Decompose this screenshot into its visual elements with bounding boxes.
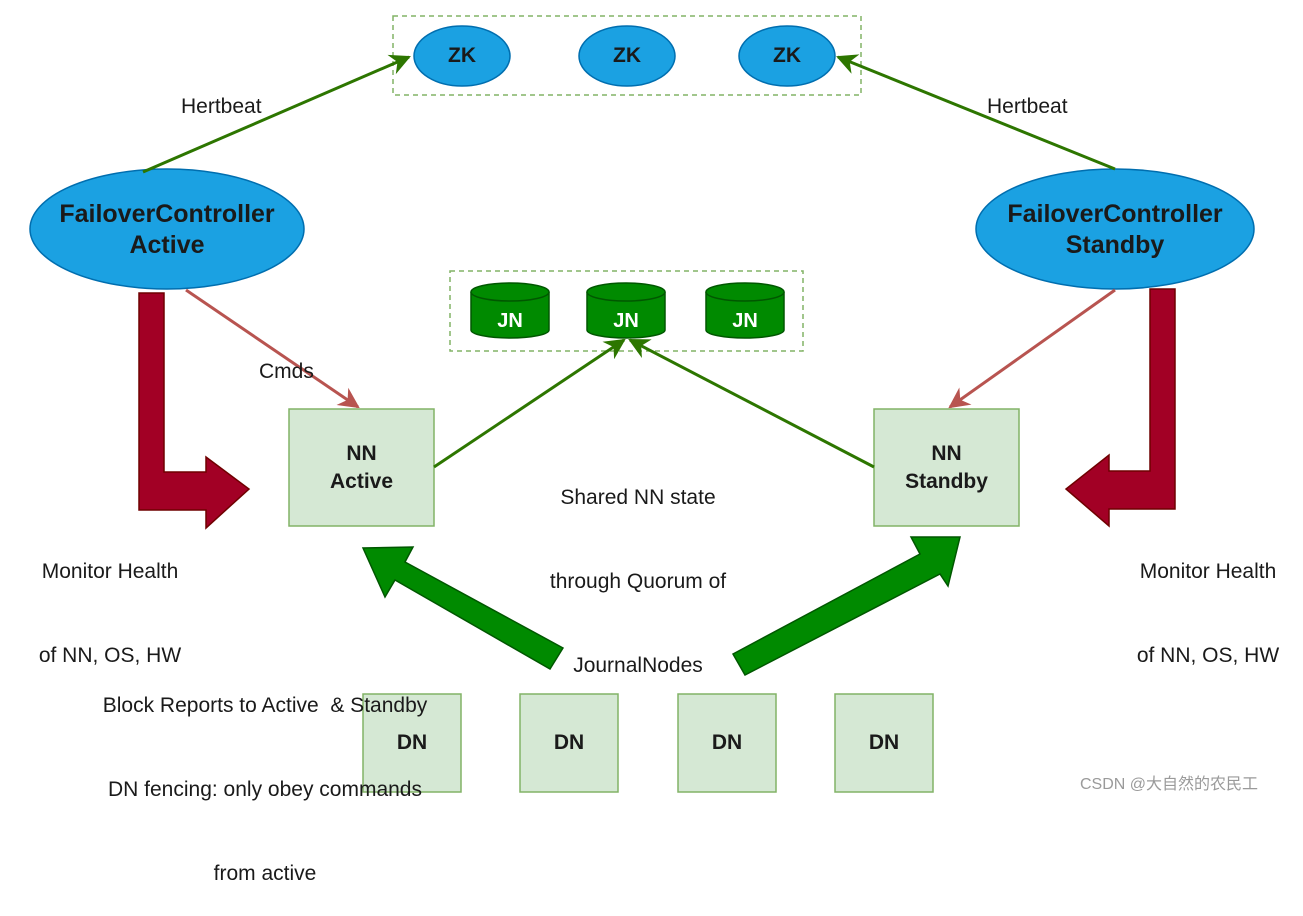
block-reports-line-1: Block Reports to Active & Standby bbox=[102, 694, 428, 717]
dn-box-1 bbox=[362, 693, 462, 793]
jn-node-3 bbox=[705, 282, 785, 339]
zk-node-3 bbox=[738, 25, 836, 87]
cmds-label: Cmds bbox=[259, 360, 314, 383]
dn-label-3: DN bbox=[711, 731, 743, 754]
block-reports-line-3: from active bbox=[213, 862, 317, 885]
shared-state-line-1: Shared NN state bbox=[560, 486, 716, 509]
dn-box-4 bbox=[834, 693, 934, 793]
jn-node-1 bbox=[470, 282, 550, 339]
cmd-arrow-left bbox=[185, 288, 360, 409]
zk-node-2 bbox=[578, 25, 676, 87]
monitor-arrow-right bbox=[1064, 288, 1176, 528]
heartbeat-label-right: Hertbeat bbox=[987, 95, 1068, 118]
dn-box-3 bbox=[677, 693, 777, 793]
jn-node-2 bbox=[586, 282, 666, 339]
jn-label-1: JN bbox=[497, 309, 523, 332]
heartbeat-label-left: Hertbeat bbox=[181, 95, 262, 118]
state-arrow-standby bbox=[628, 338, 875, 469]
heartbeat-arrow-left bbox=[142, 54, 411, 174]
monitor-label-right: Monitor Health of NN, OS, HW bbox=[1120, 502, 1296, 698]
failover-active-node bbox=[29, 168, 305, 290]
monitor-arrow-left bbox=[138, 292, 251, 530]
nn-standby-box bbox=[873, 408, 1020, 527]
dn-label-1: DN bbox=[396, 731, 428, 754]
report-arrow-left bbox=[361, 546, 565, 671]
dn-box-2 bbox=[519, 693, 619, 793]
monitor-label-left: Monitor Health of NN, OS, HW bbox=[22, 502, 198, 698]
nn-active-box bbox=[288, 408, 435, 527]
shared-state-line-3: JournalNodes bbox=[573, 654, 703, 677]
zk-label-2: ZK bbox=[613, 44, 641, 67]
state-arrow-active bbox=[433, 338, 626, 469]
hdfs-ha-diagram bbox=[29, 15, 1255, 793]
failover-standby-label: FailoverController Standby bbox=[1007, 200, 1223, 259]
zk-label-1: ZK bbox=[448, 44, 476, 67]
jn-label-2: JN bbox=[613, 309, 639, 332]
watermark: CSDN @大自然的农民工 bbox=[1080, 776, 1259, 793]
nn-standby-label: NN Standby bbox=[905, 441, 988, 493]
nn-active-label: NN Active bbox=[329, 441, 394, 493]
monitor-right-line-2: of NN, OS, HW bbox=[1136, 644, 1280, 667]
monitor-left-line-2: of NN, OS, HW bbox=[38, 644, 182, 667]
dn-label-4: DN bbox=[868, 731, 900, 754]
shared-state-line-2: through Quorum of bbox=[549, 570, 727, 593]
shared-state-label: Shared NN state through Quorum of Journa… bbox=[520, 428, 756, 708]
jn-label-3: JN bbox=[732, 309, 758, 332]
block-reports-line-2: DN fencing: only obey commands bbox=[108, 778, 422, 801]
dn-label-2: DN bbox=[553, 731, 585, 754]
cmd-arrow-right bbox=[948, 288, 1116, 409]
zk-label-3: ZK bbox=[773, 44, 801, 67]
monitor-left-line-1: Monitor Health bbox=[41, 560, 179, 583]
block-reports-label: Block Reports to Active & Standby DN fen… bbox=[72, 636, 458, 916]
failover-active-label: FailoverController Active bbox=[59, 200, 275, 259]
zk-node-1 bbox=[413, 25, 511, 87]
heartbeat-arrow-right bbox=[836, 54, 1116, 171]
monitor-right-line-1: Monitor Health bbox=[1139, 560, 1277, 583]
report-arrow-right bbox=[731, 536, 961, 676]
